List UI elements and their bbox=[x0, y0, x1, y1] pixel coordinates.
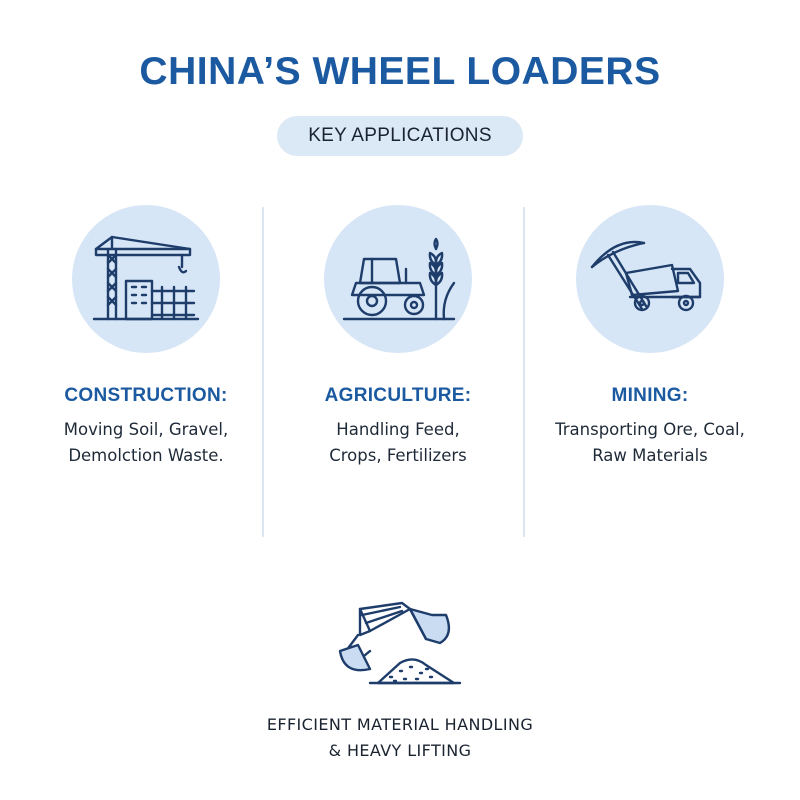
footer-caption-line: & HEAVY LIFTING bbox=[328, 741, 472, 760]
agriculture-description-line: Crops, Fertilizers bbox=[329, 446, 467, 465]
footer-caption-line: EFFICIENT MATERIAL HANDLING bbox=[266, 715, 534, 734]
agriculture-heading: AGRICULTURE: bbox=[324, 385, 472, 406]
loader-bucket-pile-icon bbox=[338, 601, 462, 685]
application-mining: MINING: Transporting Ore, Coal, Raw Mate… bbox=[520, 205, 780, 469]
subtitle-badge: KEY APPLICATIONS bbox=[277, 116, 523, 156]
agriculture-icon-circle bbox=[324, 205, 472, 353]
application-agriculture: AGRICULTURE: Handling Feed, Crops, Ferti… bbox=[268, 205, 528, 469]
mining-heading: MINING: bbox=[611, 385, 689, 406]
construction-heading: CONSTRUCTION: bbox=[64, 385, 228, 406]
construction-description-line: Demolction Waste. bbox=[68, 446, 224, 465]
footer-caption: EFFICIENT MATERIAL HANDLING & HEAVY LIFT… bbox=[0, 712, 800, 764]
pickaxe-dump-truck-icon bbox=[590, 240, 702, 312]
tractor-wheat-icon bbox=[342, 237, 456, 321]
construction-description-line: Moving Soil, Gravel, bbox=[63, 420, 229, 439]
application-construction: CONSTRUCTION: Moving Soil, Gravel, Demol… bbox=[16, 205, 276, 469]
column-divider-right bbox=[523, 207, 525, 537]
page-title: CHINA’S WHEEL LOADERS bbox=[139, 50, 661, 93]
agriculture-description: Handling Feed, Crops, Fertilizers bbox=[268, 417, 528, 469]
construction-description: Moving Soil, Gravel, Demolction Waste. bbox=[16, 417, 276, 469]
column-divider-left bbox=[262, 207, 264, 537]
construction-crane-icon bbox=[92, 235, 200, 321]
mining-description-line: Transporting Ore, Coal, bbox=[555, 420, 745, 439]
construction-icon-circle bbox=[72, 205, 220, 353]
mining-icon-circle bbox=[576, 205, 724, 353]
mining-description-line: Raw Materials bbox=[592, 446, 708, 465]
mining-description: Transporting Ore, Coal, Raw Materials bbox=[520, 417, 780, 469]
agriculture-description-line: Handling Feed, bbox=[336, 420, 460, 439]
